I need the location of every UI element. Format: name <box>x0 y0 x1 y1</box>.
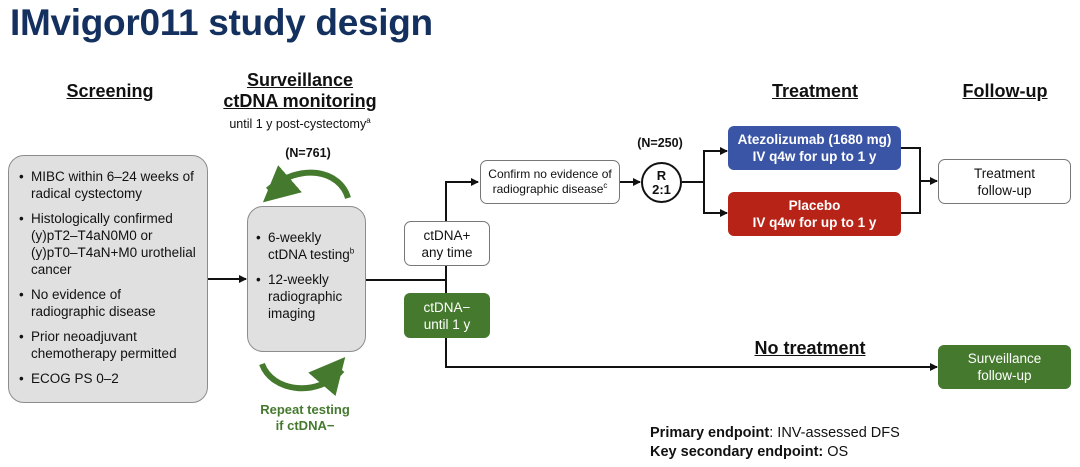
repeat-arrow-bottom <box>259 356 346 397</box>
secondary-endpoint-value: OS <box>823 444 849 460</box>
surveillance-followup-box: Surveillance follow-up <box>938 345 1071 389</box>
screening-criterion: ECOG PS 0–2 <box>17 370 199 387</box>
surveillance-item-ctdna-testing: 6-weekly ctDNA testingb <box>254 229 359 263</box>
footnote-a: a <box>366 115 371 125</box>
repeat-arrow-top <box>262 165 351 203</box>
header-screening: Screening <box>66 81 154 101</box>
ctdna-negative-box: ctDNA− until 1 y <box>404 293 490 338</box>
footnote-b: b <box>349 246 355 255</box>
screening-criteria-list: MIBC within 6–24 weeks of radical cystec… <box>17 168 199 395</box>
surveillance-list: 6-weekly ctDNA testingb 12-weekly radiog… <box>254 229 359 330</box>
treatment-followup-box: Treatment follow-up <box>938 159 1071 204</box>
randomization-n-label: (N=250) <box>637 136 683 150</box>
header-surveillance-line2: ctDNA monitoring <box>223 91 377 111</box>
confirm-line2-text: radiographic disease <box>492 182 604 196</box>
surveillance-item-text: 6-weekly ctDNA testing <box>268 229 350 262</box>
repeat-testing-label: Repeat testing if ctDNA− <box>240 402 370 434</box>
placebo-line2: IV q4w for up to 1 y <box>752 215 877 230</box>
ctdna-positive-box: ctDNA+ any time <box>404 221 490 266</box>
header-no-treatment: No treatment <box>754 338 866 358</box>
screening-criterion: Prior neoadjuvant chemotherapy permitted <box>17 328 199 362</box>
atezolizumab-line1: Atezolizumab (1680 mg) <box>737 132 892 147</box>
confirm-line2: radiographic diseasec <box>493 182 608 197</box>
surveillance-duration-text: until 1 y post-cystectomy <box>229 117 367 131</box>
randomization-circle: R 2:1 <box>641 162 682 203</box>
screening-criterion: No evidence of radiographic disease <box>17 286 199 320</box>
surveillance-followup-line1: Surveillance <box>967 351 1042 366</box>
confirm-line1: Confirm no evidence of <box>488 167 612 181</box>
surveillance-box: 6-weekly ctDNA testingb 12-weekly radiog… <box>247 206 366 352</box>
ctdna-negative-line2: until 1 y <box>423 316 471 332</box>
footnote-c: c <box>603 181 608 190</box>
atezolizumab-arm-box: Atezolizumab (1680 mg) IV q4w for up to … <box>728 126 901 170</box>
ctdna-positive-line2: any time <box>421 244 473 260</box>
placebo-line1: Placebo <box>788 198 841 213</box>
ctdna-negative-line1: ctDNA− <box>423 299 471 315</box>
secondary-endpoint-label: Key secondary endpoint: <box>650 444 824 460</box>
secondary-endpoint: Key secondary endpoint: OS <box>650 443 900 462</box>
randomization-ratio: 2:1 <box>652 181 671 197</box>
surveillance-followup-line2: follow-up <box>977 368 1032 383</box>
treatment-followup-line1: Treatment <box>973 165 1036 181</box>
randomization-r: R <box>656 167 667 183</box>
confirm-no-disease-box: Confirm no evidence of radiographic dise… <box>480 160 620 204</box>
placebo-arm-box: Placebo IV q4w for up to 1 y <box>728 192 901 236</box>
endpoints: Primary endpoint: INV-assessed DFS Key s… <box>650 424 900 462</box>
screening-criterion: Histologically confirmed (y)pT2–T4aN0M0 … <box>17 210 199 278</box>
atezolizumab-line2: IV q4w for up to 1 y <box>752 149 877 164</box>
surveillance-item-imaging: 12-weekly radiographic imaging <box>254 271 359 322</box>
primary-endpoint-label: Primary endpoint <box>650 425 770 441</box>
surveillance-n-label: (N=761) <box>285 146 331 160</box>
header-treatment: Treatment <box>771 81 859 101</box>
header-surveillance: Surveillance ctDNA monitoring <box>210 70 390 112</box>
header-surveillance-line1: Surveillance <box>246 70 354 90</box>
repeat-testing-line2: if ctDNA− <box>275 418 335 433</box>
primary-endpoint-value: : INV-assessed DFS <box>769 425 900 441</box>
header-follow-up: Follow-up <box>962 81 1048 101</box>
surveillance-duration: until 1 y post-cystectomya <box>200 115 400 131</box>
page-title: IMvigor011 study design <box>10 2 433 43</box>
screening-criterion: MIBC within 6–24 weeks of radical cystec… <box>17 168 199 202</box>
primary-endpoint: Primary endpoint: INV-assessed DFS <box>650 424 900 443</box>
repeat-testing-line1: Repeat testing <box>260 402 350 417</box>
ctdna-positive-line1: ctDNA+ <box>423 227 471 243</box>
screening-criteria-box: MIBC within 6–24 weeks of radical cystec… <box>8 155 208 403</box>
treatment-followup-line2: follow-up <box>977 182 1032 198</box>
